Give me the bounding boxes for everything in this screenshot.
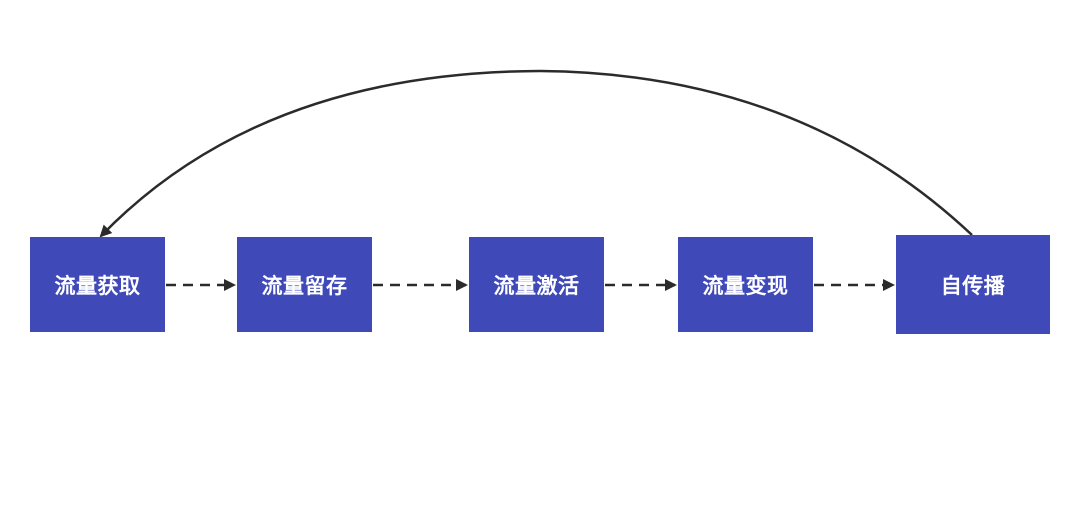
node-label: 流量变现	[702, 273, 789, 298]
node-label: 自传播	[940, 273, 1006, 298]
node-traffic-retention: 流量留存	[237, 237, 372, 332]
edge-viral-acquire	[99, 69, 973, 238]
node-label: 流量激活	[493, 273, 580, 298]
node-traffic-acquisition: 流量获取	[30, 237, 165, 332]
node-label: 流量获取	[54, 273, 141, 298]
node-self-propagation: 自传播	[896, 235, 1050, 334]
node-label: 流量留存	[261, 273, 348, 298]
node-traffic-activation: 流量激活	[469, 237, 604, 332]
node-traffic-monetization: 流量变现	[678, 237, 813, 332]
